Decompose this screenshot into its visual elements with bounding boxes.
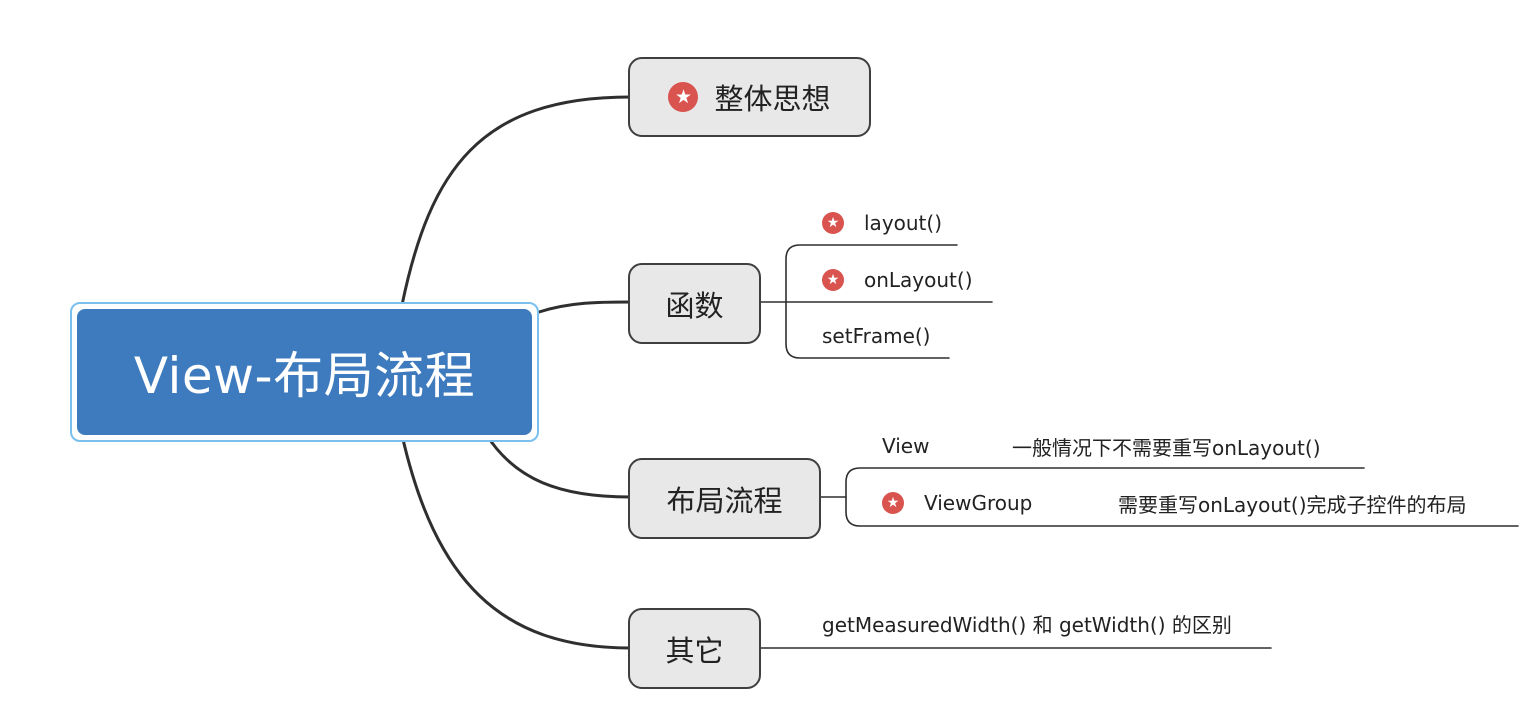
subtopic-onlayout[interactable]: ★ onLayout(): [822, 265, 973, 295]
subtopic-layout-label: layout(): [864, 211, 943, 235]
root-topic[interactable]: View-布局流程: [77, 309, 532, 435]
star-marker-icon: ★: [822, 212, 844, 234]
subtopic-measured-width-label: getMeasuredWidth() 和 getWidth() 的区别: [822, 612, 1232, 637]
topic-others-label: 其它: [665, 633, 724, 668]
subtopic-view[interactable]: View: [882, 431, 929, 461]
link-root-to-layout-flow: [484, 432, 632, 499]
subtopic-viewgroup-label: ViewGroup: [924, 491, 1033, 515]
topic-functions-label: 函数: [665, 288, 724, 323]
link-root-to-others: [400, 433, 632, 650]
root-topic-label: View-布局流程: [133, 347, 476, 405]
link-root-to-overall-idea: [400, 95, 632, 307]
subtopic-viewgroup[interactable]: ★ ViewGroup: [882, 488, 1032, 518]
topic-overall-idea-label: 整体思想: [714, 82, 831, 116]
topic-layout-flow-label: 布局流程: [666, 483, 783, 518]
subtopic-setframe-label: setFrame(): [822, 324, 931, 348]
link-root-to-functions: [537, 300, 632, 314]
subtopic-view-label: View: [882, 434, 930, 458]
subtopic-onlayout-label: onLayout(): [864, 268, 973, 292]
star-marker-icon: ★: [668, 82, 699, 112]
star-marker-icon: ★: [822, 269, 844, 291]
bracket-layout-flow: [845, 467, 1519, 527]
topic-overall-idea[interactable]: ★ 整体思想: [628, 57, 871, 137]
topic-layout-flow[interactable]: 布局流程: [628, 458, 821, 539]
subtopic-view-note[interactable]: 一般情况下不需要重写onLayout(): [1012, 431, 1321, 461]
star-marker-icon: ★: [882, 492, 904, 514]
topic-others[interactable]: 其它: [628, 608, 761, 689]
subtopic-viewgroup-note[interactable]: 需要重写onLayout()完成子控件的布局: [1118, 488, 1467, 518]
subtopic-setframe[interactable]: setFrame(): [822, 321, 931, 351]
topic-functions[interactable]: 函数: [628, 263, 761, 344]
subtopic-layout[interactable]: ★ layout(): [822, 208, 942, 238]
subtopic-view-note-label: 一般情况下不需要重写onLayout(): [1012, 435, 1321, 460]
subtopic-viewgroup-note-label: 需要重写onLayout()完成子控件的布局: [1118, 492, 1467, 517]
subtopic-measured-width[interactable]: getMeasuredWidth() 和 getWidth() 的区别: [822, 608, 1232, 638]
